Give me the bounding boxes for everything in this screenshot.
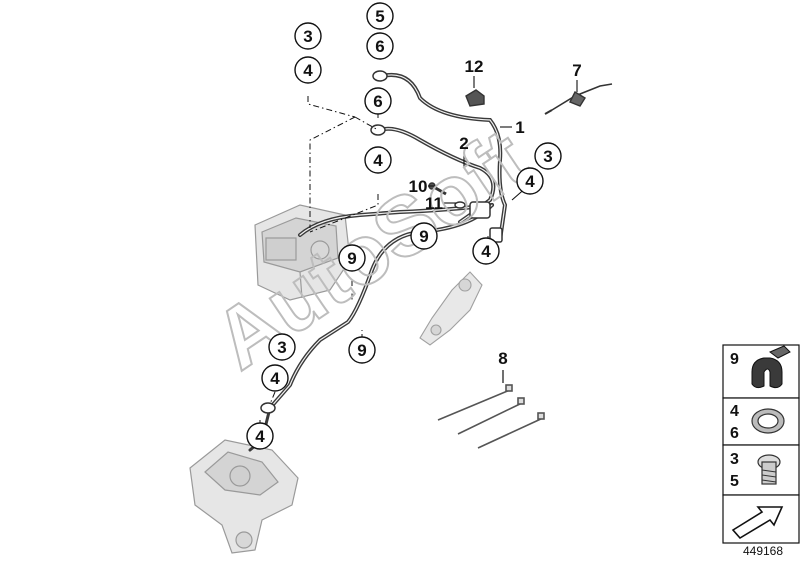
callout-c-5: 5 [366, 2, 394, 30]
callout-circle [338, 244, 366, 272]
callout-circle [261, 364, 289, 392]
callout-c-6b: 6 [364, 87, 392, 115]
callout-circle [516, 167, 544, 195]
callout-circle [364, 87, 392, 115]
callout-label: 3 [277, 338, 286, 357]
callout-label: 4 [303, 61, 313, 80]
callout-c-4a: 4 [294, 56, 322, 84]
callout-c-4e: 4 [261, 364, 289, 392]
part-label-p-12: 12 [465, 57, 484, 76]
callout-c-3a: 3 [294, 22, 322, 50]
callout-c-4f: 4 [246, 422, 274, 450]
part-label-p-1: 1 [515, 118, 524, 137]
callout-label: 4 [525, 172, 535, 191]
legend-bolt-number-a: 3 [730, 451, 739, 468]
callout-c-6a: 6 [366, 32, 394, 60]
legend-box-arrow [722, 494, 800, 544]
abs-unit-illustration [254, 204, 351, 301]
part-label-p-7: 7 [572, 61, 581, 80]
callout-circle [246, 422, 274, 450]
sealing-ring-icon [751, 408, 785, 434]
washer-11-shape [454, 201, 466, 209]
part-label-p-8: 8 [498, 349, 507, 368]
banjo-bolt-icon [757, 454, 781, 485]
callout-circle [294, 22, 322, 50]
callout-circle [410, 222, 438, 250]
callout-circle [366, 32, 394, 60]
master-cylinder-illustration [419, 271, 483, 346]
callout-label: 9 [419, 227, 428, 246]
callout-label: 9 [347, 249, 356, 268]
callout-label: 9 [357, 341, 366, 360]
legend-panel: 9 4 6 3 5 [722, 344, 800, 544]
part-label-p-2: 2 [459, 134, 468, 153]
cable-ties-8 [437, 370, 545, 449]
callout-label: 3 [543, 147, 552, 166]
legend-clip-number: 9 [730, 351, 739, 368]
line-fittings [260, 70, 503, 414]
arrow-icon [731, 506, 784, 540]
callout-label: 4 [481, 242, 491, 261]
callout-c-9b: 9 [338, 244, 366, 272]
legend-bolt-number-b: 5 [730, 473, 739, 490]
callout-label: 4 [255, 427, 265, 446]
callout-circle [348, 336, 376, 364]
callout-label: 6 [375, 37, 384, 56]
callout-c-4d: 4 [472, 237, 500, 265]
callout-c-9c: 9 [348, 336, 376, 364]
callout-circle [366, 2, 394, 30]
callout-label: 5 [375, 7, 384, 26]
callout-label: 6 [373, 92, 382, 111]
callout-c-3c: 3 [268, 333, 296, 361]
callout-c-4c: 4 [516, 167, 544, 195]
bracket-12-shape [465, 89, 485, 107]
legend-ring-number-b: 6 [730, 425, 739, 442]
document-number: 449168 [743, 544, 783, 558]
callout-c-9a: 9 [410, 222, 438, 250]
callout-circle [472, 237, 500, 265]
sensor-7-cable [551, 83, 613, 111]
callout-circle [294, 56, 322, 84]
callout-circle [534, 142, 562, 170]
clip-icon [751, 345, 791, 389]
callout-c-3b: 3 [534, 142, 562, 170]
callout-c-4b: 4 [364, 146, 392, 174]
part-label-p-11: 11 [425, 194, 443, 213]
part-label-p-10: 10 [409, 177, 428, 196]
brake-lines [248, 73, 508, 452]
legend-box-banjo-bolt [722, 444, 800, 496]
small-parts [428, 83, 613, 209]
callout-label: 4 [270, 369, 280, 388]
callout-circle [268, 333, 296, 361]
callout-label: 4 [373, 151, 383, 170]
callout-circle [364, 146, 392, 174]
callout-label: 3 [303, 27, 312, 46]
legend-ring-number-a: 4 [730, 403, 739, 420]
caliper-illustration [189, 439, 299, 554]
